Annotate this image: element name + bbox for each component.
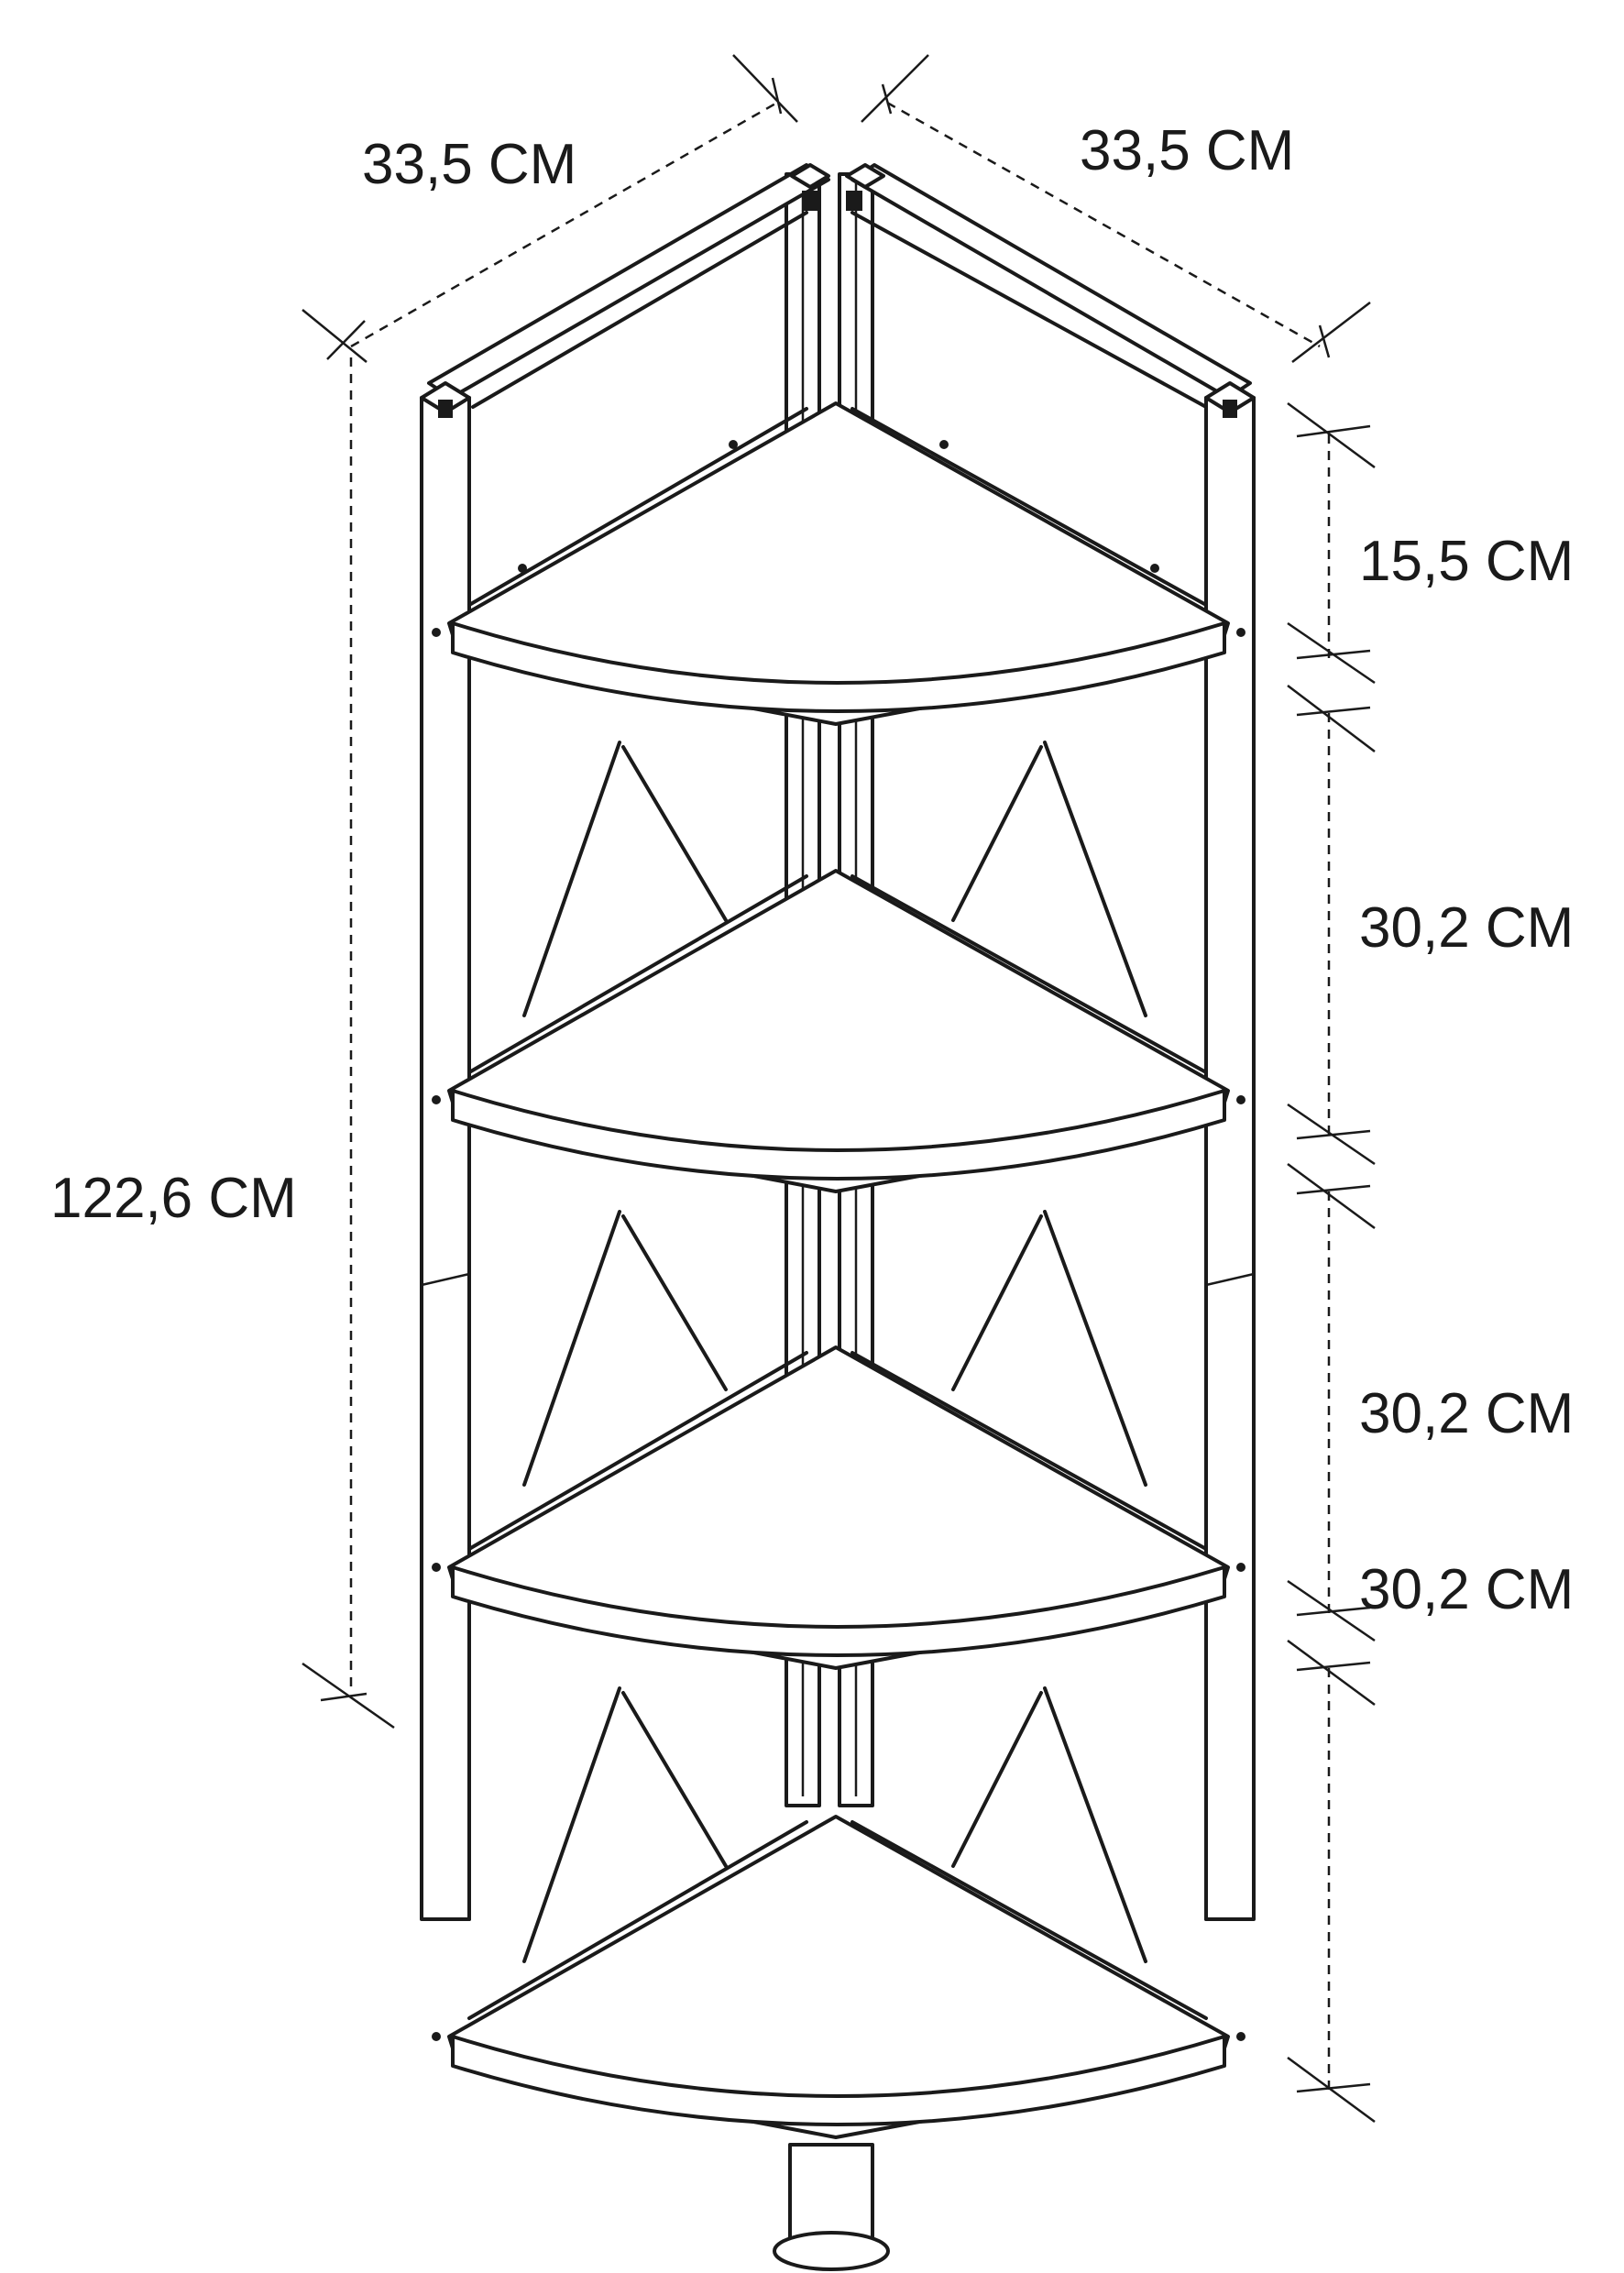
- gap-1-label: 30,2 CM: [1359, 896, 1574, 960]
- gap-2-label: 30,2 CM: [1359, 1382, 1574, 1445]
- cross-braces: [522, 741, 1147, 1963]
- width-right-label: 33,5 CM: [1080, 119, 1294, 182]
- shelf-tier-3: [447, 1345, 1230, 1670]
- shelf-tier-2: [447, 869, 1230, 1193]
- shelf-tier-4: [447, 1815, 1230, 2139]
- shelf-tier-1: [447, 401, 1230, 726]
- top-gap-label: 15,5 CM: [1359, 530, 1574, 593]
- rear-foot: [773, 2143, 890, 2271]
- dimension-lines: [302, 54, 1376, 2124]
- gap-3-label: 30,2 CM: [1359, 1558, 1574, 1621]
- post-screws: [432, 628, 1245, 2041]
- total-height-label: 122,6 CM: [50, 1167, 297, 1230]
- dimension-labels: 33,5 CM 33,5 CM 122,6 CM 15,5 CM 30,2 CM…: [50, 119, 1574, 1621]
- width-left-label: 33,5 CM: [362, 133, 576, 196]
